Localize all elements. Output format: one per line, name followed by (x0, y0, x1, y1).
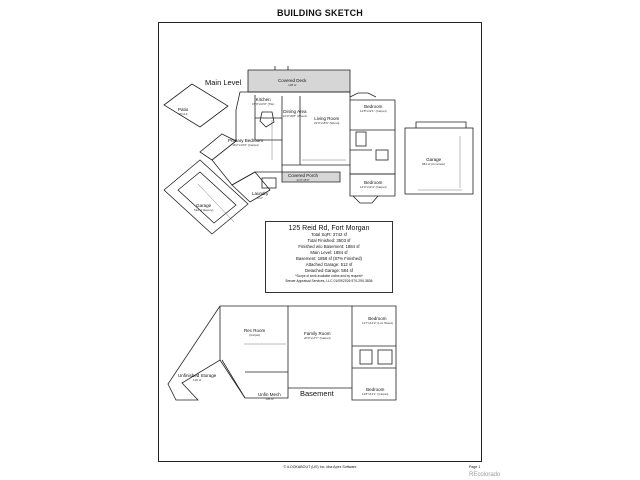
page-title: BUILDING SKETCH (277, 8, 363, 18)
scope-note: *Scope of work available online and by r… (295, 274, 363, 278)
summary-line: Finished w/o Basement: 1884 sf (298, 244, 360, 249)
summary-line: Total Finished: 3503 sf (307, 238, 351, 243)
company-line: Breuer Appraisal Services, LLC 01/09/202… (285, 279, 373, 283)
property-summary-box: 125 Reid Rd, Fort Morgan Total SqFt: 374… (265, 221, 393, 293)
property-address: 125 Reid Rd, Fort Morgan (288, 225, 370, 232)
summary-line: Detached Garage: 584 sf (304, 268, 353, 273)
sketch-frame (158, 22, 482, 462)
level-title-main: Main Level (205, 78, 242, 87)
page-number: Page 1 (469, 465, 481, 469)
room-label-rec-room: Rec Room(Carpet) (244, 328, 266, 337)
summary-line: Main Level: 1884 sf (310, 250, 348, 255)
watermark: REcolorado (469, 472, 501, 478)
summary-line: Attached Garage: 512 sf (305, 262, 353, 267)
detached-garage-shape (404, 127, 474, 195)
summary-line: Basement: 1858 sf (87% Finished) (296, 256, 362, 261)
patio-shape (163, 83, 229, 128)
basement-outline (167, 305, 397, 401)
covered-porch-shape (281, 171, 341, 183)
level-title-basement: Basement (300, 389, 334, 398)
attached-garage-shape (163, 159, 249, 235)
summary-line: Total SqFt: 3742 sf (311, 232, 347, 237)
copyright-footer: © iLOOKABOUT (US) Inc. dba Apex Software (283, 465, 357, 469)
